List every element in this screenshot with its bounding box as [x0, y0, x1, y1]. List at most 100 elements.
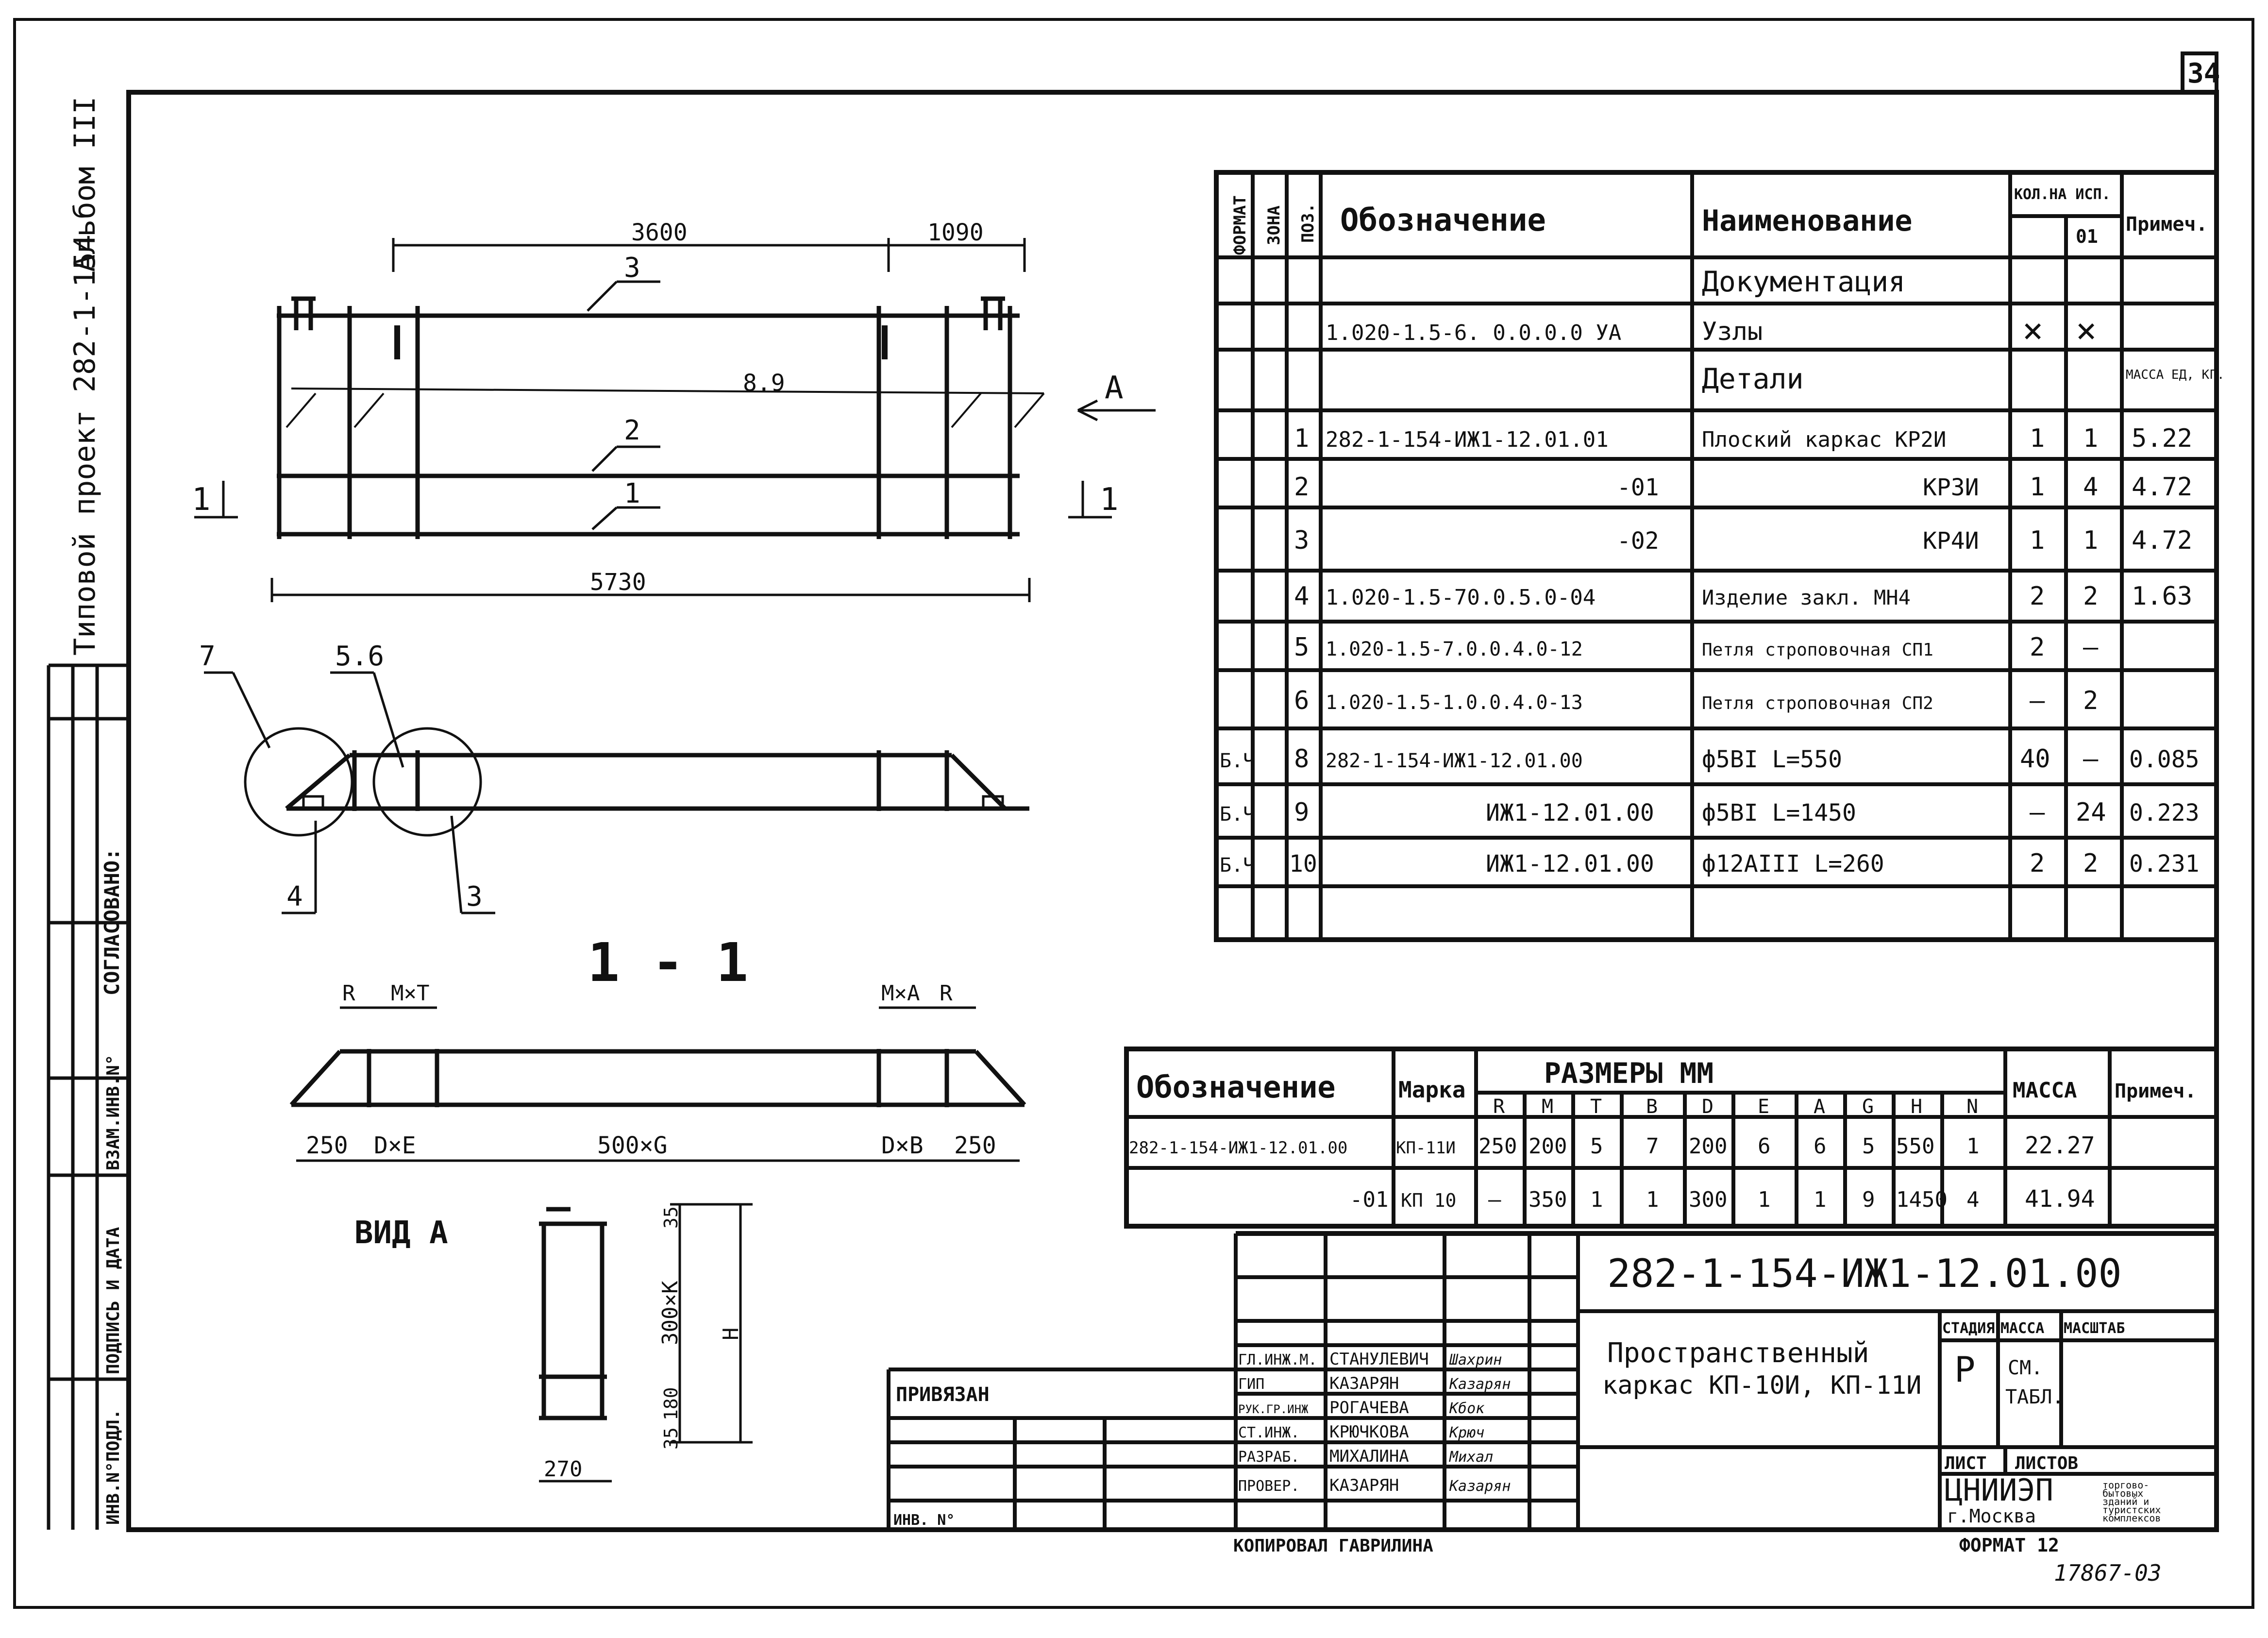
spec-row-10-format: Б.Ч: [1220, 803, 1255, 826]
spec-row-1-q1: ×: [2022, 310, 2043, 351]
title-mass-val1: СМ.: [2008, 1357, 2043, 1379]
spec-row-10-name: ф5ВI L=1450: [1702, 799, 1856, 827]
sizes-row-val: 1450: [1896, 1187, 1948, 1212]
plan-dim-inner: 8.9: [743, 370, 785, 397]
role-name: СТАНУЛЕВИЧ: [1329, 1350, 1429, 1369]
title-sheet-label: ЛИСТ: [1945, 1453, 1987, 1473]
title-scale-label: МАСШТАБ: [2064, 1320, 2125, 1337]
title-stage-label: СТАДИЯ: [1942, 1320, 1995, 1337]
section-dim-250-right: 250: [954, 1132, 996, 1159]
spec-row-10-note: 0.223: [2129, 799, 2200, 827]
view-a-dim-35-top: 35: [660, 1206, 682, 1229]
spec-rows: Документация 1.020-1.5-6. 0.0.0.0 УА Узл…: [1220, 265, 2225, 878]
spec-row-9-designation: 282-1-154-ИЖ1-12.01.00: [1326, 750, 1583, 772]
sizes-row-val: —: [1488, 1187, 1501, 1212]
spec-row-10-q1: —: [2030, 798, 2045, 827]
role-name: РОГАЧЕВА: [1329, 1398, 1409, 1418]
section-title: 1 - 1: [588, 931, 748, 994]
spec-row-6-q1: 2: [2030, 582, 2045, 611]
org-desc-line: зданий и: [2102, 1496, 2149, 1507]
sheet-number-box: [2181, 51, 2218, 94]
spec-row-1-q2: ×: [2076, 310, 2097, 351]
sizes-row-designation: -01: [1350, 1187, 1388, 1212]
sizes-row-0: 282-1-154-ИЖ1-12.01.00 КП-11И 250 200 5 …: [1129, 1132, 2095, 1159]
elevation-view: [204, 671, 1029, 914]
plan-pos-1: 1: [624, 478, 640, 509]
title-stage: Р: [1954, 1349, 1975, 1390]
spec-row-6-name: Изделие закл. МН4: [1702, 586, 1911, 609]
side-album-text: Альбом III: [68, 97, 102, 272]
title-mass-val2: ТАБЛ.: [2005, 1386, 2064, 1408]
role-sign: Кбок: [1449, 1400, 1485, 1417]
sizes-row-val: 550: [1896, 1134, 1934, 1159]
spec-row-4-pos: 2: [1294, 473, 1309, 502]
spec-row-11-note: 0.231: [2129, 850, 2200, 878]
role-sign: Шахрин: [1449, 1351, 1502, 1368]
role-name: КАЗАРЯН: [1329, 1476, 1399, 1495]
title-mass-label: МАССА: [2000, 1320, 2044, 1337]
spec-row-3-designation: 282-1-154-ИЖ1-12.01.01: [1326, 427, 1609, 452]
spec-row-3-name: Плоский каркас КР2И: [1702, 427, 1946, 452]
sizes-row-val: 1: [1758, 1187, 1771, 1212]
sizes-row-val: 200: [1529, 1134, 1567, 1159]
spec-row-9-format: Б.Ч: [1220, 750, 1255, 772]
section-view: [289, 1006, 1026, 1162]
org-desc-line: комплексов: [2102, 1512, 2161, 1524]
spec-row-5-pos: 3: [1294, 526, 1309, 555]
title-stamp: 17867-03: [2054, 1560, 2162, 1586]
section-lbl-r-right: R: [940, 981, 953, 1006]
spec-h-zone: ЗОНА: [1264, 205, 1284, 245]
title-roles: ГЛ.ИНЖ.М. СТАНУЛЕВИЧ Шахрин ГИП КАЗАРЯН …: [1238, 1350, 1511, 1495]
spec-row-5-designation: -02: [1617, 527, 1659, 555]
spec-row-9-pos: 8: [1294, 744, 1309, 774]
spec-h-format: ФОРМАТ: [1230, 195, 1250, 255]
section-dim-dxe: D×E: [374, 1132, 416, 1159]
spec-row-2-name: Детали: [1702, 362, 1804, 395]
sizes-row-val: 5: [1862, 1134, 1875, 1159]
sizes-row-val: 300: [1689, 1187, 1727, 1212]
view-a-title: ВИД А: [354, 1215, 448, 1251]
outer-frame: [13, 18, 2254, 1609]
spec-row-11-q2: 2: [2083, 849, 2098, 878]
org-desc-line: бытовых: [2102, 1487, 2143, 1499]
title-inv-no: ИНВ. N°: [893, 1512, 955, 1529]
title-format: ФОРМАТ 12: [1959, 1535, 2059, 1556]
sizes-h-dims: РАЗМЕРЫ ММ: [1544, 1057, 1714, 1090]
title-sheets-label: ЛИСТОВ: [2015, 1453, 2078, 1473]
spec-row-6-pos: 4: [1294, 582, 1309, 611]
plan-cut-left: 1: [192, 482, 211, 518]
sizes-row-val: 200: [1689, 1134, 1727, 1159]
sizes-row-val: 7: [1646, 1134, 1659, 1159]
spec-row-9-name: ф5ВI L=550: [1702, 746, 1842, 773]
spec-row-4-q2: 4: [2083, 473, 2098, 502]
spec-row-6-note: 1.63: [2132, 582, 2192, 611]
title-org-desc: торгово- бытовых зданий и туристских ком…: [2102, 1479, 2161, 1524]
spec-h-designation: Обозначение: [1340, 203, 1546, 238]
spec-row-5-name: КР4И: [1923, 527, 1979, 555]
role-name: КРЮЧКОВА: [1329, 1422, 1409, 1442]
title-org-city: г.Москва: [1947, 1505, 2036, 1527]
spec-row-11-pos: 10: [1289, 850, 1317, 878]
role-label: РУК.ГР.ИНЖ: [1238, 1402, 1309, 1416]
sizes-letter: N: [1966, 1096, 1978, 1118]
spec-row-7-q2: —: [2083, 633, 2099, 662]
side-project-text: Типовой проект 282-1-154: [68, 235, 102, 656]
sign-date-label: ПОДПИСЬ И ДАТА: [103, 1227, 123, 1374]
sheet-number: 34: [2187, 58, 2220, 89]
sizes-row-mark: КП 10: [1401, 1190, 1456, 1211]
spec-row-11-q1: 2: [2030, 849, 2045, 878]
sizes-letter: D: [1702, 1096, 1714, 1118]
org-desc-line: торгово-: [2102, 1479, 2149, 1491]
plan-dim-3600: 3600: [631, 219, 688, 246]
spec-row-5-q1: 1: [2030, 526, 2045, 555]
role-sign: Михал: [1449, 1449, 1493, 1466]
spec-row-7-name: Петля строповочная СП1: [1702, 640, 1933, 660]
sizes-row-mark: КП-11И: [1396, 1138, 1456, 1158]
view-a-dim-270: 270: [544, 1457, 582, 1482]
sizes-letter: H: [1911, 1096, 1922, 1118]
plan-pos-3: 3: [624, 252, 640, 284]
view-a-dim-180: 180: [660, 1387, 682, 1420]
org-desc-line: туристских: [2102, 1504, 2161, 1516]
sizes-letter: G: [1862, 1096, 1874, 1118]
role-sign: Крюч: [1449, 1424, 1484, 1441]
